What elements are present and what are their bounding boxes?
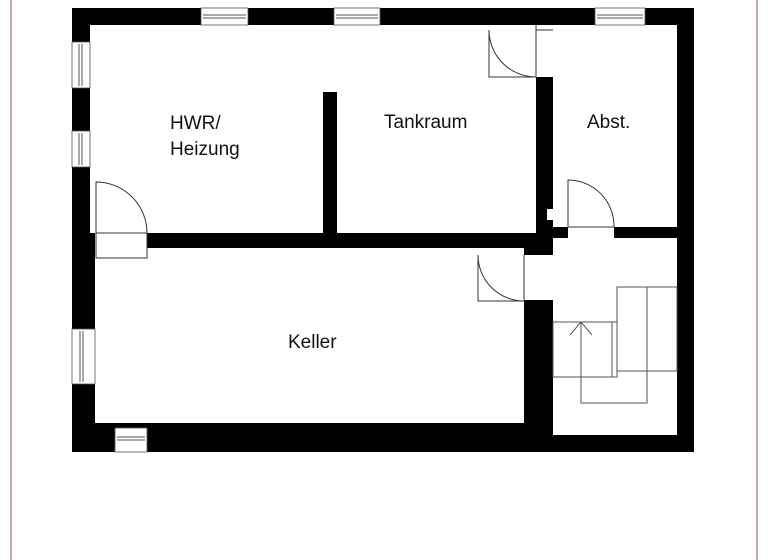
windows — [71, 7, 646, 453]
partition-wall — [323, 92, 337, 233]
label-keller: Keller — [288, 332, 337, 353]
door-hwr — [95, 181, 148, 234]
room-stair-hall — [553, 238, 677, 435]
door-abst — [567, 179, 615, 228]
label-abst: Abst. — [587, 112, 630, 133]
room-abst — [553, 25, 677, 227]
stairs — [552, 286, 678, 404]
stair-arrow-icon — [569, 321, 593, 336]
door-keller — [477, 254, 525, 302]
door-tankraum — [488, 29, 537, 78]
room-keller — [95, 248, 524, 423]
walls — [72, 8, 694, 452]
label-tankraum: Tankraum — [384, 112, 467, 133]
label-hwr-line2: Heizung — [170, 139, 240, 160]
room-hwr-tankraum — [90, 25, 536, 233]
label-hwr-line1: HWR/ — [170, 113, 221, 134]
doors — [95, 25, 615, 302]
